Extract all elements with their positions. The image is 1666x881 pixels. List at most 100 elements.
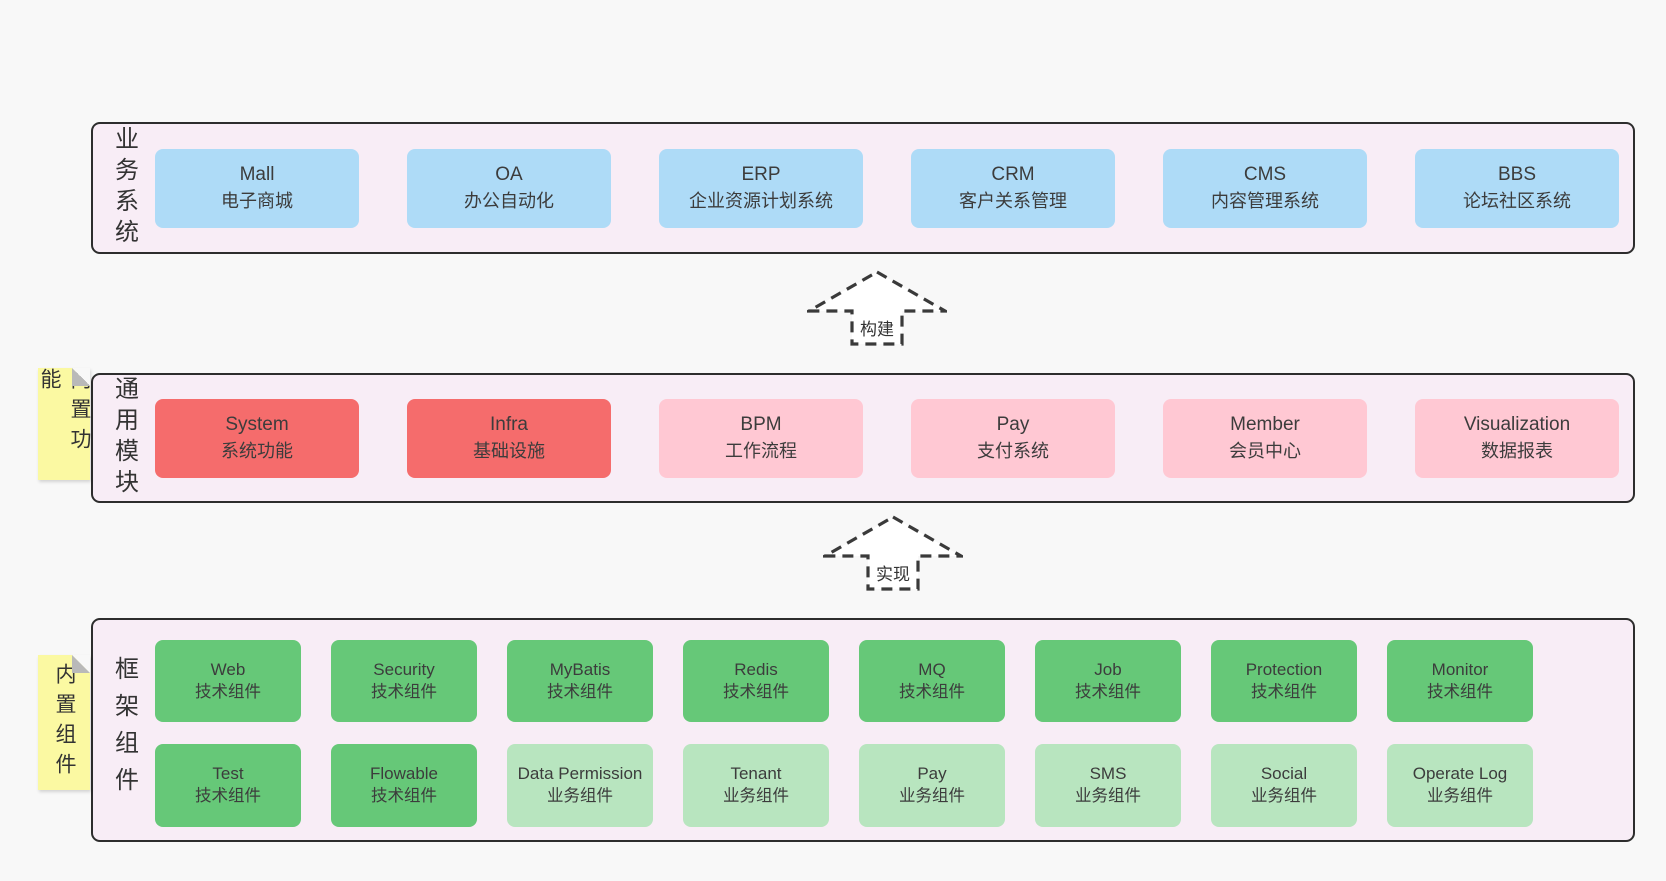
box-title: Protection <box>1245 659 1323 679</box>
module-box-system: System 系统功能 <box>155 398 359 478</box>
arrow-implement-label: 实现 <box>874 560 912 585</box>
sticky-note-built-in-features: 内置功能 <box>38 368 91 480</box>
box-subtitle: 技术组件 <box>547 682 613 701</box>
box-subtitle: 电子商城 <box>221 190 293 211</box>
folded-corner-icon <box>72 368 90 386</box>
sticky-note-text: 内置功能 <box>38 368 91 458</box>
box-title: MQ <box>918 659 946 679</box>
business-box-crm: CRM 客户关系管理 <box>911 148 1115 228</box>
business-boxes: Mall 电子商城 OA 办公自动化 ERP 企业资源计划系统 CRM 客户关系… <box>155 124 1625 252</box>
box-title: Monitor <box>1431 659 1489 679</box>
folded-corner-icon <box>72 655 90 673</box>
sticky-note-built-in-components: 内置组件 <box>38 655 90 790</box>
box-subtitle: 业务组件 <box>723 787 789 806</box>
box-subtitle: 业务组件 <box>1427 787 1493 806</box>
box-subtitle: 内容管理系统 <box>1211 190 1319 211</box>
component-row-1: Web 技术组件 Security 技术组件 MyBatis 技术组件 Redi… <box>155 640 1625 722</box>
business-box-cms: CMS 内容管理系统 <box>1163 148 1367 228</box>
box-subtitle: 技术组件 <box>1427 682 1493 701</box>
component-box-operate-log: Operate Log 业务组件 <box>1387 744 1533 827</box>
component-box-pay: Pay 业务组件 <box>859 744 1005 827</box>
band-framework-components: 框架组件 Web 技术组件 Security 技术组件 MyBatis 技术组件… <box>91 618 1635 842</box>
box-title: Tenant <box>730 764 782 784</box>
sticky-note-text: 内置组件 <box>53 662 76 783</box>
dashed-up-arrow-icon <box>823 515 963 591</box>
component-box-redis: Redis 技术组件 <box>683 640 829 722</box>
box-subtitle: 办公自动化 <box>464 190 554 211</box>
box-subtitle: 论坛社区系统 <box>1463 190 1571 211</box>
business-box-erp: ERP 企业资源计划系统 <box>659 148 863 228</box>
band-business-label: 业务系统 <box>110 126 138 250</box>
component-box-job: Job 技术组件 <box>1035 640 1181 722</box>
up-arrow-build: 构建 <box>807 270 947 346</box>
box-subtitle: 数据报表 <box>1481 440 1553 461</box>
box-subtitle: 系统功能 <box>221 440 293 461</box>
box-title: System <box>225 413 289 435</box>
box-title: ERP <box>741 163 781 185</box>
box-subtitle: 技术组件 <box>723 682 789 701</box>
box-subtitle: 技术组件 <box>195 787 261 806</box>
box-title: Mall <box>239 163 275 185</box>
box-title: Data Permission <box>517 764 643 784</box>
box-title: OA <box>495 163 523 185</box>
component-box-mybatis: MyBatis 技术组件 <box>507 640 653 722</box>
box-subtitle: 业务组件 <box>899 787 965 806</box>
box-title: Web <box>210 659 246 679</box>
module-box-bpm: BPM 工作流程 <box>659 398 863 478</box>
module-box-infra: Infra 基础设施 <box>407 398 611 478</box>
box-title: Infra <box>489 413 529 435</box>
component-box-data-permission: Data Permission 业务组件 <box>507 744 653 827</box>
box-subtitle: 业务组件 <box>1075 787 1141 806</box>
box-subtitle: 技术组件 <box>1251 682 1317 701</box>
band-components-label: 框架组件 <box>110 656 138 804</box>
component-rows: Web 技术组件 Security 技术组件 MyBatis 技术组件 Redi… <box>155 640 1625 827</box>
box-title: Member <box>1230 413 1300 435</box>
box-title: Redis <box>734 659 778 679</box>
component-box-sms: SMS 业务组件 <box>1035 744 1181 827</box>
box-title: Social <box>1260 764 1308 784</box>
band-common-modules: 通用模块 System 系统功能 Infra 基础设施 BPM 工作流程 Pay… <box>91 373 1635 503</box>
box-title: MyBatis <box>549 659 611 679</box>
business-box-oa: OA 办公自动化 <box>407 148 611 228</box>
module-boxes: System 系统功能 Infra 基础设施 BPM 工作流程 Pay 支付系统… <box>155 375 1625 501</box>
box-subtitle: 技术组件 <box>371 682 437 701</box>
box-title: BPM <box>740 413 782 435</box>
component-box-test: Test 技术组件 <box>155 744 301 827</box>
module-box-visualization: Visualization 数据报表 <box>1415 398 1619 478</box>
box-title: SMS <box>1089 764 1127 784</box>
business-box-bbs: BBS 论坛社区系统 <box>1415 148 1619 228</box>
box-subtitle: 技术组件 <box>1075 682 1141 701</box>
dashed-up-arrow-icon <box>807 270 947 346</box>
box-subtitle: 会员中心 <box>1229 440 1301 461</box>
box-title: Security <box>373 659 435 679</box>
arrow-build-label: 构建 <box>858 315 896 340</box>
component-box-monitor: Monitor 技术组件 <box>1387 640 1533 722</box>
component-box-flowable: Flowable 技术组件 <box>331 744 477 827</box>
box-subtitle: 工作流程 <box>725 440 797 461</box>
box-subtitle: 技术组件 <box>371 787 437 806</box>
up-arrow-implement: 实现 <box>823 515 963 591</box>
box-subtitle: 业务组件 <box>547 787 613 806</box>
box-title: Pay <box>996 413 1030 435</box>
box-title: CMS <box>1243 163 1287 185</box>
component-box-mq: MQ 技术组件 <box>859 640 1005 722</box>
business-box-mall: Mall 电子商城 <box>155 148 359 228</box>
box-subtitle: 技术组件 <box>195 682 261 701</box>
module-box-pay: Pay 支付系统 <box>911 398 1115 478</box>
box-title: Job <box>1094 659 1122 679</box>
component-box-security: Security 技术组件 <box>331 640 477 722</box>
box-subtitle: 支付系统 <box>977 440 1049 461</box>
box-title: Operate Log <box>1412 764 1508 784</box>
component-box-protection: Protection 技术组件 <box>1211 640 1357 722</box>
box-subtitle: 业务组件 <box>1251 787 1317 806</box>
band-business-systems: 业务系统 Mall 电子商城 OA 办公自动化 ERP 企业资源计划系统 CRM… <box>91 122 1635 254</box>
component-box-social: Social 业务组件 <box>1211 744 1357 827</box>
box-title: Flowable <box>369 764 439 784</box>
component-row-2: Test 技术组件 Flowable 技术组件 Data Permission … <box>155 744 1625 827</box>
box-title: Test <box>212 764 244 784</box>
band-modules-label: 通用模块 <box>110 376 138 500</box>
box-subtitle: 技术组件 <box>899 682 965 701</box>
component-box-tenant: Tenant 业务组件 <box>683 744 829 827</box>
component-box-web: Web 技术组件 <box>155 640 301 722</box>
